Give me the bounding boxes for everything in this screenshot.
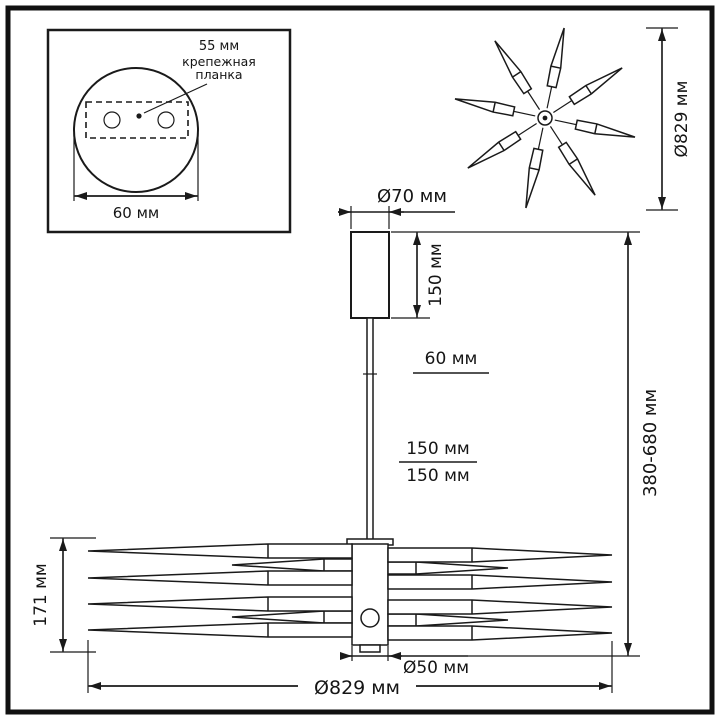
sputnik-arm (464, 118, 541, 174)
note-mounting-plate-line1: крепежная (182, 54, 256, 69)
sputnik-arm (545, 122, 601, 199)
inset-box (46, 28, 292, 234)
hub-body (351, 543, 389, 646)
canopy-base-circle (73, 67, 199, 193)
arm-short-left (231, 558, 353, 572)
dim-label-gap-lower: 150 мм (406, 466, 470, 486)
mounting-plate-outline (85, 101, 189, 139)
fixture-side-view: Ø70 мм 150 мм 60 мм 150 мм 150 мм 380-68… (31, 186, 661, 700)
arm-long-left (87, 543, 353, 559)
sputnik-arm (453, 93, 538, 122)
arm-short-right (387, 561, 509, 575)
arm-short-right (387, 613, 509, 627)
arm-short-left (231, 610, 353, 624)
hub-knob (360, 608, 380, 628)
note-mounting-plate-line2: планка (195, 67, 242, 82)
arm-long-right (387, 599, 613, 615)
label-backing (298, 676, 416, 700)
dim-label-60mm-plate: 60 мм (113, 204, 160, 222)
mounting-hole-right (157, 111, 175, 129)
arm-long-right (387, 625, 613, 641)
arm-long-left (87, 596, 353, 612)
sputnik-hub-center (542, 115, 548, 121)
sputnik-arm (489, 37, 545, 114)
arm-long-left (87, 622, 353, 638)
drawing-border (5, 5, 715, 715)
dim-label-hub-diameter: Ø50 мм (403, 658, 469, 678)
center-mark (136, 113, 142, 119)
suspension-rod (366, 317, 374, 545)
sputnik-arm (552, 114, 637, 143)
dim-label-topview-diameter: Ø829 мм (672, 81, 692, 158)
arm-long-right (387, 547, 613, 563)
dim-label-gap-upper: 150 мм (406, 439, 470, 459)
dim-label-body-height: 171 мм (31, 563, 51, 627)
dim-label-height-range: 380-680 мм (640, 389, 661, 497)
canopy-cylinder (350, 231, 390, 319)
arm-long-left (87, 570, 353, 586)
arm-long-right (387, 574, 613, 590)
leader-line (143, 83, 208, 114)
dim-label-55mm: 55 мм (199, 39, 239, 54)
dim-label-rod-60: 60 мм (425, 349, 478, 369)
dim-label-canopy-height: 150 мм (426, 243, 446, 307)
sputnik-star (453, 26, 637, 210)
dim-label-canopy-diameter: Ø70 мм (377, 186, 447, 207)
dim-label-total-width: Ø829 мм (314, 677, 400, 699)
sputnik-arm (520, 125, 549, 210)
sputnik-arm (549, 62, 626, 118)
mounting-detail-inset: 55 мм крепежная планка 60 мм (46, 28, 292, 234)
hub-bottom-cap (359, 644, 381, 653)
sputnik-arm (541, 26, 570, 111)
mounting-hole-left (103, 111, 121, 129)
fixture-top-view: Ø829 мм (453, 26, 692, 211)
